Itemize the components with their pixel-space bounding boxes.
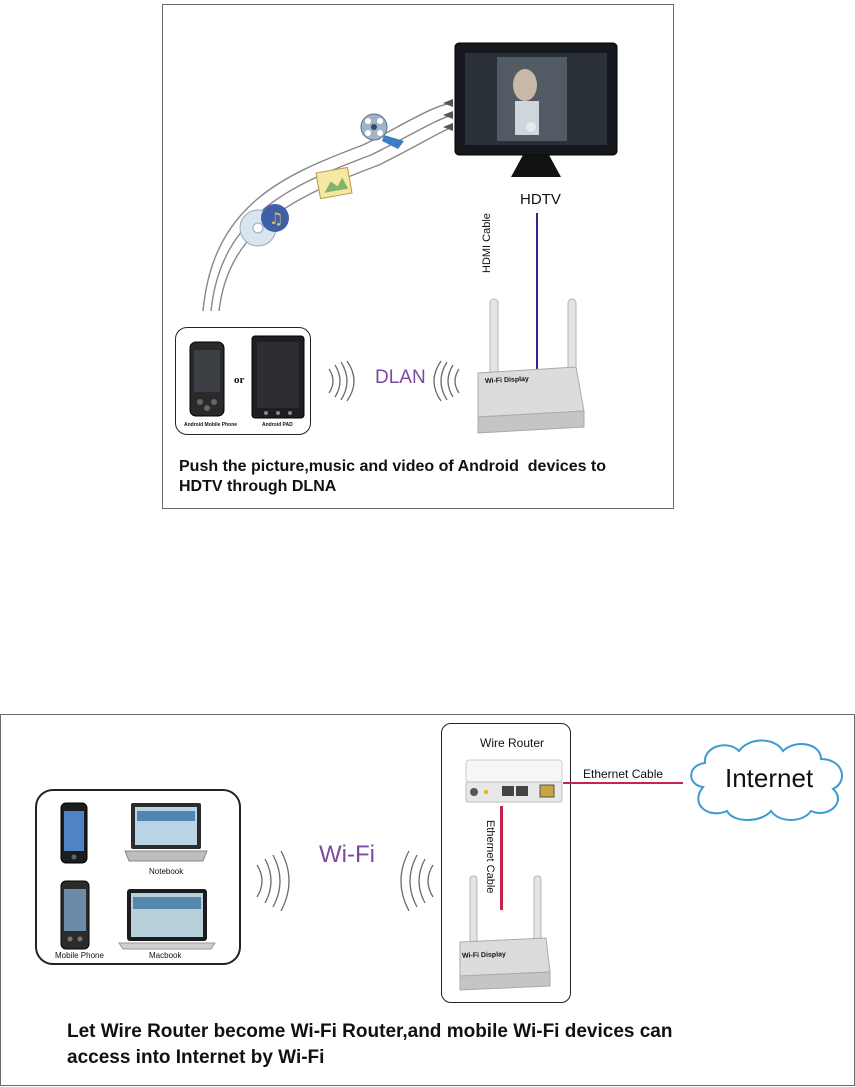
android-phone-image xyxy=(60,880,90,950)
wifi-router-diagram-panel: Notebook Mobile Phone Macbook Wi-Fi Wire… xyxy=(0,714,855,1086)
ethernet-cable-horizontal xyxy=(563,782,683,784)
notebook-image xyxy=(124,803,208,862)
notebook-label: Notebook xyxy=(149,867,184,876)
android-pad-image xyxy=(251,335,305,419)
wifi-waves-left xyxy=(256,850,290,912)
hdtv-image xyxy=(453,41,619,179)
hdtv-label: HDTV xyxy=(520,191,561,208)
caption-line-1: Let Wire Router become Wi-Fi Router,and … xyxy=(67,1021,673,1042)
ethernet-cable-vertical xyxy=(500,806,503,910)
or-label: or xyxy=(234,374,245,386)
picture-icon xyxy=(315,166,353,200)
macbook-image xyxy=(118,889,216,950)
internet-label: Internet xyxy=(725,763,814,793)
wire-router-box: Wire Router Ethernet Cable Wi-Fi Display xyxy=(441,723,571,1003)
android-pad-label: Android PAD xyxy=(262,422,293,428)
hdmi-cable-line xyxy=(536,213,538,369)
wifi-display-device xyxy=(459,875,551,991)
caption-line-2: access into Internet by Wi-Fi xyxy=(67,1047,325,1068)
svg-text:♫: ♫ xyxy=(269,209,283,228)
wifi-display-device xyxy=(468,295,588,435)
video-reel-icon xyxy=(360,113,404,149)
hdmi-cable-label: HDMI Cable xyxy=(481,213,493,273)
wifi-devices-box: Notebook Mobile Phone Macbook xyxy=(35,789,241,965)
iphone-image xyxy=(60,802,88,864)
wifi-label: Wi-Fi xyxy=(319,841,375,868)
macbook-label: Macbook xyxy=(149,951,182,960)
wifi-waves-right xyxy=(433,360,460,402)
mobile-phone-label: Mobile Phone xyxy=(55,951,104,960)
dlna-diagram-panel: ♫ HDTV HDMI Cable xyxy=(162,4,674,509)
wifi-waves-right xyxy=(400,850,434,912)
internet-cloud-icon xyxy=(690,739,844,821)
android-phone-label: Android Mobile Phone xyxy=(184,422,238,428)
music-cd-icon: ♫ xyxy=(239,204,289,247)
dlan-label: DLAN xyxy=(375,367,426,388)
wifi-waves-left xyxy=(328,360,355,402)
wire-router-label: Wire Router xyxy=(480,736,545,750)
ethernet-cable-horizontal-label: Ethernet Cable xyxy=(583,767,664,781)
android-devices-box: or Android Mobile Phone Android PAD xyxy=(175,327,311,435)
caption-line-2: HDTV through DLNA xyxy=(179,478,337,495)
caption-line-1: Push the picture,music and video of Andr… xyxy=(179,458,607,475)
wire-router-image xyxy=(465,759,563,803)
android-phone-image xyxy=(189,341,225,417)
